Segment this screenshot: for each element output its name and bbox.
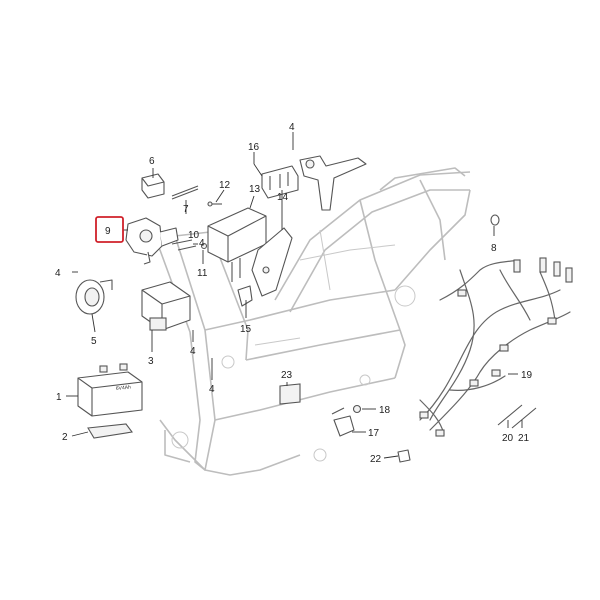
relay <box>141 173 165 199</box>
wiring-harness <box>419 257 573 437</box>
control-unit-3 <box>141 281 191 331</box>
callout-4d: 4 <box>190 346 196 357</box>
clip-8 <box>490 214 500 226</box>
label-sticker-23 <box>279 383 301 405</box>
callout-18: 18 <box>379 405 391 416</box>
highlight-box-9 <box>95 216 124 243</box>
callout-5: 5 <box>91 336 97 347</box>
screw-18 <box>352 404 362 414</box>
callout-7: 7 <box>183 204 189 215</box>
callout-8: 8 <box>491 243 497 254</box>
pins-20-21 <box>497 404 537 429</box>
callout-12: 12 <box>219 180 231 191</box>
bracket-15 <box>237 285 253 307</box>
callout-10: 10 <box>188 230 200 241</box>
sensor-17 <box>331 407 355 437</box>
bolts-10-11 <box>171 239 208 251</box>
battery-label: 6V4Ah <box>116 384 132 392</box>
callout-16: 16 <box>248 142 260 153</box>
callout-20: 20 <box>502 433 514 444</box>
callout-4e: 4 <box>209 384 215 395</box>
battery: 6V4Ah <box>77 363 143 417</box>
callout-4c: 4 <box>199 238 205 249</box>
callout-21: 21 <box>518 433 530 444</box>
callout-19: 19 <box>521 370 533 381</box>
ignition-switch <box>125 217 179 265</box>
callout-4b: 4 <box>55 268 61 279</box>
horn <box>75 279 113 315</box>
battery-pad <box>87 423 133 439</box>
callout-9[interactable]: 9 <box>105 226 111 237</box>
bracket-14 <box>251 227 293 297</box>
callout-1: 1 <box>56 392 62 403</box>
callout-14: 14 <box>277 192 289 203</box>
callout-17: 17 <box>368 428 380 439</box>
callout-23: 23 <box>281 370 293 381</box>
clip-22 <box>397 449 411 463</box>
callout-4a: 4 <box>289 122 295 133</box>
scooter-frame <box>149 167 471 476</box>
callout-3: 3 <box>148 356 154 367</box>
upper-mount-bracket <box>299 155 367 211</box>
fuse-box <box>261 165 299 199</box>
pin-7 <box>171 185 199 200</box>
callout-13: 13 <box>249 184 261 195</box>
callout-15: 15 <box>240 324 252 335</box>
callout-22: 22 <box>370 454 382 465</box>
callout-2: 2 <box>62 432 68 443</box>
callout-labels: 1 2 3 4 4 4 4 4 5 6 7 8 9 10 11 12 13 14… <box>55 122 533 465</box>
bolt-12 <box>207 201 222 207</box>
callout-6: 6 <box>149 156 155 167</box>
callout-11: 11 <box>197 268 208 279</box>
